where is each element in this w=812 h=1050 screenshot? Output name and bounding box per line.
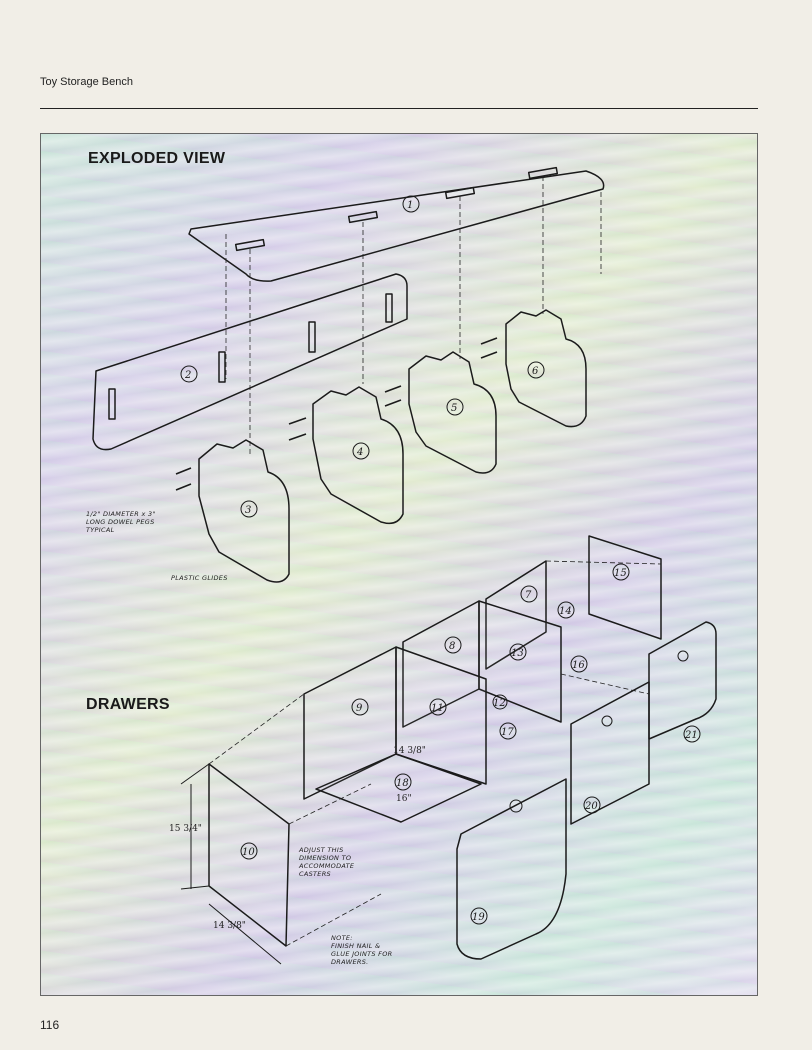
- finish-note-line-1: NOTE:: [331, 934, 353, 942]
- page-header-title: Toy Storage Bench: [40, 76, 133, 88]
- part-19-front: [456, 778, 567, 960]
- dimension-depth-inner: 14 3/8": [393, 746, 426, 756]
- finish-note: NOTE: FINISH NAIL & GLUE JOINTS FOR DRAW…: [331, 934, 392, 966]
- part-label-10: 10: [242, 847, 255, 858]
- part-number-badges-exploded: 1 2 3 4 5 6: [180, 195, 545, 518]
- part-label-3: 3: [245, 505, 251, 516]
- part-number-badges-drawers: 7 8 9 10 11 12 13 14 15 16 17 18 19: [240, 563, 701, 925]
- dowel-note-line-2: LONG DOWEL PEGS: [86, 518, 155, 526]
- part-label-6: 6: [532, 366, 539, 377]
- adjust-note-line-1: ADJUST THIS: [299, 846, 344, 854]
- part-2-back-panel: [92, 273, 408, 451]
- part-5-leg: [408, 351, 497, 474]
- dowel-note-line-3: TYPICAL: [86, 526, 115, 534]
- page-number: 116: [40, 1018, 60, 1032]
- part-label-12: 12: [493, 698, 506, 709]
- part-label-21: 21: [684, 730, 698, 741]
- dowel-note: 1/2" DIAMETER x 3" LONG DOWEL PEGS TYPIC…: [86, 510, 156, 534]
- adjust-note-line-4: CASTERS: [299, 870, 331, 878]
- dimension-width: 14 3/8": [213, 921, 246, 931]
- part-label-4: 4: [356, 447, 363, 458]
- part-label-11: 11: [431, 703, 444, 714]
- adjust-note-line-2: DIMENSION TO: [299, 854, 352, 862]
- drawers-heading: DRAWERS: [86, 696, 170, 713]
- part-label-5: 5: [451, 403, 457, 414]
- finish-note-line-2: FINISH NAIL &: [331, 942, 381, 950]
- part-1-seat-top: [188, 170, 605, 282]
- adjust-note: ADJUST THIS DIMENSION TO ACCOMMODATE CAS…: [299, 846, 354, 878]
- dimension-width-inner: 16": [396, 794, 412, 804]
- part-label-14: 14: [559, 606, 572, 617]
- part-label-2: 2: [184, 370, 191, 381]
- dimension-height: 15 3/4": [169, 824, 202, 834]
- dowel-pegs: [175, 337, 498, 491]
- finish-note-line-4: DRAWERS.: [331, 958, 369, 966]
- drawer-assembly: [180, 535, 717, 965]
- part-label-1: 1: [407, 200, 413, 211]
- part-label-9: 9: [356, 703, 363, 714]
- seat-slots: [234, 166, 559, 252]
- part-label-19: 19: [472, 912, 485, 923]
- part-20-front: [570, 681, 650, 825]
- part-6-leg: [505, 309, 587, 428]
- adjust-note-line-3: ACCOMMODATE: [299, 862, 355, 870]
- part-21-front: [648, 621, 717, 740]
- exploded-view-heading: EXPLODED VIEW: [88, 150, 226, 167]
- exploded-view-diagram: 1 2 3 4 5 6: [40, 133, 758, 996]
- part-label-20: 20: [584, 801, 598, 812]
- dowel-note-line-1: 1/2" DIAMETER x 3": [86, 510, 156, 518]
- diagram-drawing: 1 2 3 4 5 6: [92, 166, 717, 965]
- part-label-7: 7: [525, 590, 532, 601]
- glides-note: PLASTIC GLIDES: [171, 574, 228, 582]
- part-4-leg: [312, 386, 404, 525]
- part-label-16: 16: [572, 660, 585, 671]
- alignment-lines: [225, 176, 602, 454]
- part-label-8: 8: [449, 641, 455, 652]
- back-panel-slots: [108, 293, 393, 420]
- part-label-13: 13: [511, 648, 524, 659]
- part-label-15: 15: [614, 568, 627, 579]
- header-rule: [40, 108, 758, 109]
- part-3-leg: [198, 439, 290, 583]
- part-label-17: 17: [501, 727, 514, 738]
- finish-note-line-3: GLUE JOINTS FOR: [331, 950, 393, 958]
- part-label-18: 18: [396, 778, 409, 789]
